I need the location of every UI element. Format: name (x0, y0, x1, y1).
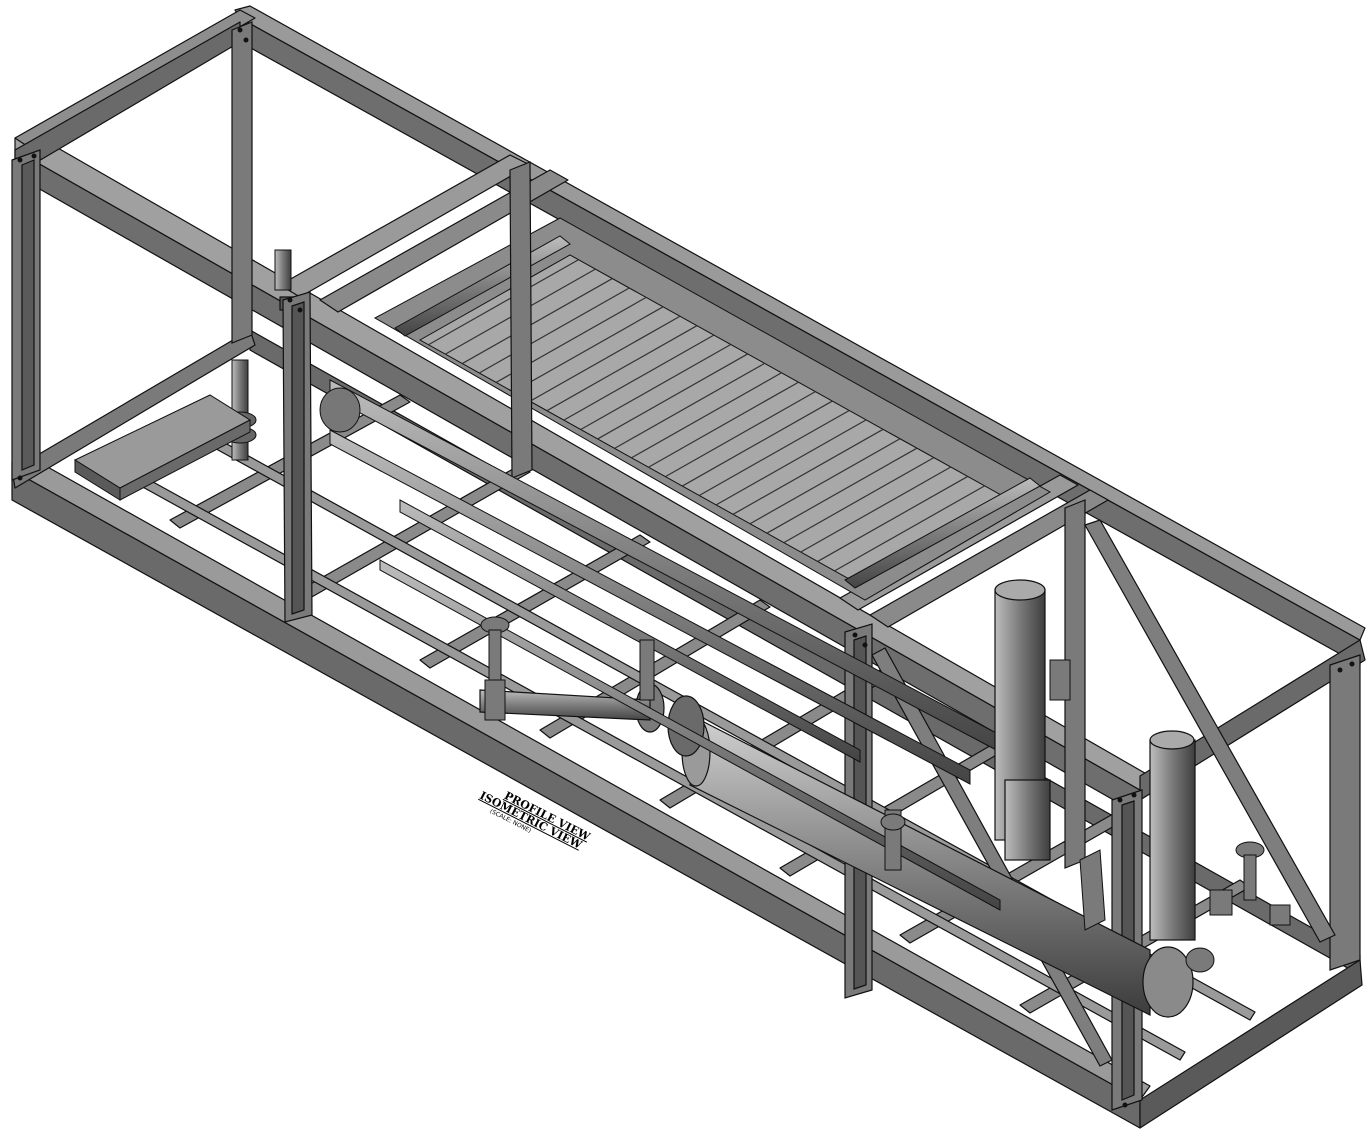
column-back-right (1329, 654, 1361, 971)
top-cross-2 (319, 169, 569, 313)
vertical-vessel-2 (1149, 739, 1196, 941)
cooler-fin (732, 428, 884, 515)
cooler-header-right (844, 477, 1041, 589)
base-end-rail-left (11, 329, 256, 489)
column-back-left (231, 21, 253, 344)
left-piping (73, 249, 292, 501)
valve-clusters (480, 616, 1291, 973)
cooler-fin (580, 343, 732, 431)
cooler-fin (512, 306, 664, 393)
pipe-bottom (379, 559, 1001, 911)
column-mid-back (509, 161, 533, 479)
top-cross-4 (869, 489, 1109, 628)
pipe-lower (329, 429, 971, 785)
cooler-fin (529, 315, 681, 402)
cooler-fin (834, 485, 985, 572)
horizontal-vessel (479, 683, 1194, 1018)
base-end-rail-right (1139, 959, 1363, 1129)
cooler-fin (766, 447, 918, 534)
vessel-inlet-pipe (479, 689, 651, 721)
vertical-vessel-3 (1004, 779, 1051, 861)
cooler-fin (749, 438, 901, 525)
top-end-left (14, 9, 256, 149)
cooler-fin (817, 475, 968, 562)
cooler-fin (715, 419, 867, 506)
horizontal-pipes (319, 379, 1001, 911)
cooler-fin (648, 381, 799, 468)
top-rail-back (239, 17, 1361, 666)
cooler-fin (682, 400, 833, 487)
cooler-fin (698, 409, 850, 497)
cooler-fin (563, 334, 715, 421)
cooler-fin (614, 362, 765, 449)
cooler-fin (800, 466, 952, 553)
cooler-fin (462, 278, 613, 365)
cooler-fin (597, 353, 748, 440)
frame-columns (11, 21, 1361, 1111)
vertical-vessels (994, 579, 1196, 941)
bolt-details (17, 27, 1355, 1108)
cooler-fin (546, 325, 698, 412)
cooler-fin (631, 372, 782, 459)
brace-end-right (1084, 519, 1336, 943)
cooler-fin (478, 287, 630, 374)
pipe-middle (399, 499, 861, 763)
cooler-fin (428, 259, 579, 346)
vessel-head (1142, 946, 1194, 1018)
cooler-fin (783, 457, 935, 544)
cooler-fin (665, 391, 816, 478)
air-cooler-panel (373, 217, 1052, 601)
